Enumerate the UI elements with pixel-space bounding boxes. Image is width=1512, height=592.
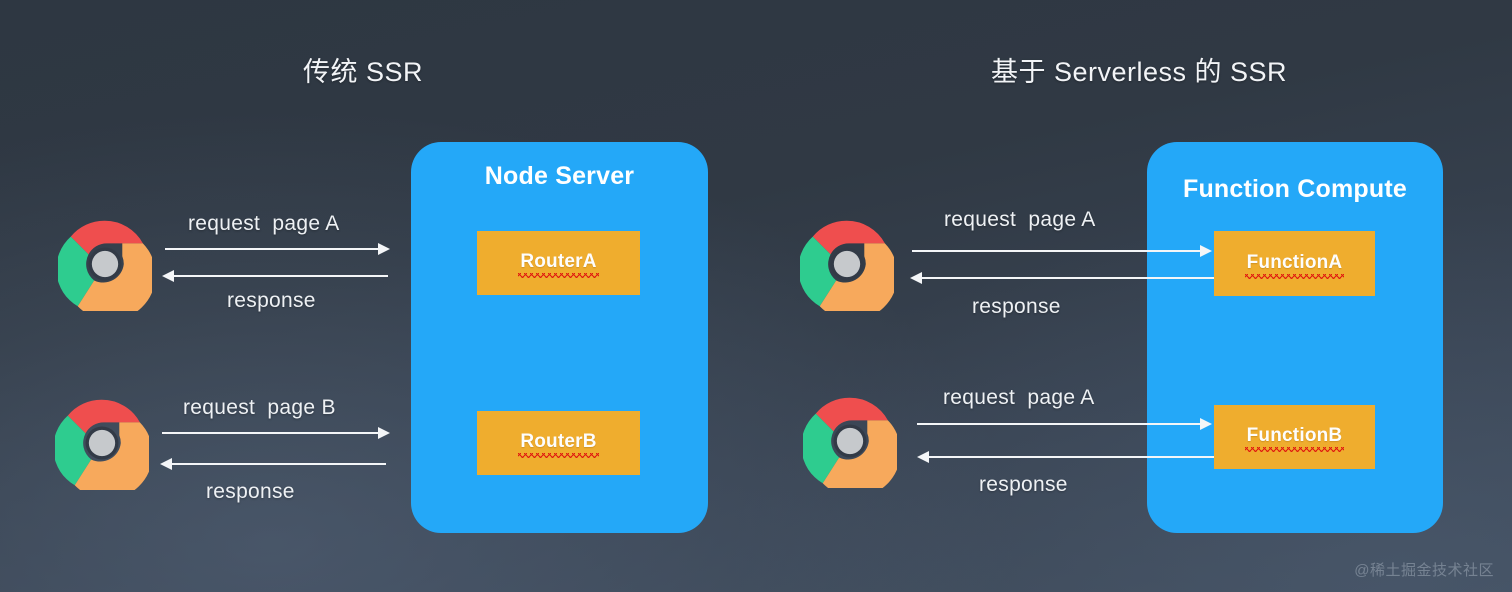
function-compute-panel-title: Function Compute [1182,175,1407,203]
left-flow-1-request-label: request page A [188,212,340,235]
router-b-box: RouterB [477,411,640,475]
right-flow-2-request-label: request page A [943,386,1095,409]
left-flow-2-response-arrow-head [160,458,172,470]
left-flow-2-request-arrow-line [162,432,380,434]
function-b-box: FunctionB [1214,405,1375,469]
right-flow-2-response-label: response [979,473,1068,496]
function-b-label: FunctionB [1244,425,1345,452]
left-flow-1-request-arrow-line [165,248,380,250]
chrome-icon [801,394,901,498]
right-flow-2-request-arrow-head [1200,418,1212,430]
left-flow-1-request-arrow-head [378,243,390,255]
right-section-title: 基于 Serverless 的 SSR [991,57,1288,87]
left-flow-2-request-label: request page B [183,396,336,419]
chrome-icon [798,217,898,321]
right-flow-2-response-arrow-head [917,451,929,463]
function-a-box: FunctionA [1214,231,1375,296]
function-a-label: FunctionA [1244,252,1345,279]
router-a-box: RouterA [477,231,640,295]
left-flow-2-response-label: response [206,480,295,503]
chrome-icon [53,396,153,500]
left-section-title: 传统 SSR [303,57,424,87]
left-flow-1-response-arrow-line [170,275,388,277]
router-b-label: RouterB [518,431,600,458]
left-flow-1-response-label: response [227,289,316,312]
node-server-panel-title: Node Server [484,162,635,190]
right-flow-1-request-arrow-head [1200,245,1212,257]
function-compute-panel: Function Compute [1147,142,1443,533]
right-flow-1-response-label: response [972,295,1061,318]
right-flow-2-request-arrow-line [917,423,1202,425]
left-flow-2-request-arrow-head [378,427,390,439]
right-flow-2-response-arrow-line [925,456,1214,458]
left-flow-1-response-arrow-head [162,270,174,282]
right-flow-1-request-label: request page A [944,208,1096,231]
chrome-icon [56,217,156,321]
right-flow-1-response-arrow-head [910,272,922,284]
right-flow-1-response-arrow-line [918,277,1214,279]
watermark: @稀土掘金技术社区 [1354,562,1494,579]
left-flow-2-response-arrow-line [168,463,386,465]
router-a-label: RouterA [518,251,600,278]
right-flow-1-request-arrow-line [912,250,1202,252]
